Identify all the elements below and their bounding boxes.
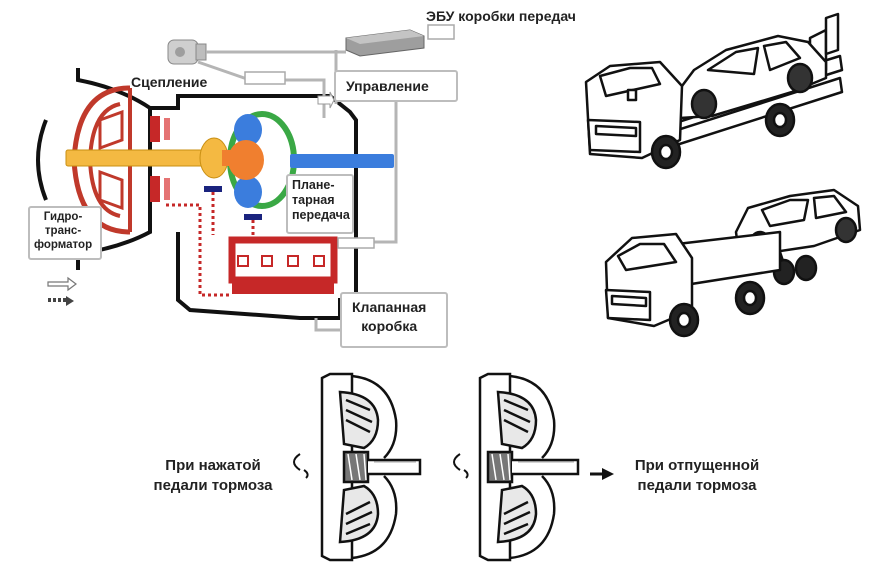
- junction-cross: [317, 91, 335, 109]
- input-shaft: [65, 149, 219, 167]
- valve-tag: [337, 237, 375, 249]
- valve-body-label: Клапанная коробка: [352, 299, 427, 334]
- brake-released-label: При отпущенной педали тормоза: [634, 457, 760, 494]
- brake-pressed-label: При нажатой педали тормоза: [153, 457, 273, 494]
- clutch-pack-lower: [150, 176, 160, 202]
- control-label: Управление: [346, 78, 429, 94]
- clutch-plate-upper: [164, 118, 170, 140]
- valve-wire: [314, 318, 340, 332]
- flywheel-arc: [36, 119, 48, 201]
- arrow-right-icon: [66, 296, 74, 306]
- arrow-right-icon: [602, 468, 614, 480]
- clutch-plate-lower: [164, 178, 170, 200]
- planet-gear-lower: [234, 176, 262, 208]
- clutch-label: Сцепление: [131, 74, 208, 90]
- valve-box: [340, 292, 448, 348]
- output-shaft: [290, 154, 394, 168]
- torque-converter-label: Гидро- транс- форматор: [34, 211, 93, 251]
- planetary-gear: [222, 111, 297, 209]
- converter-box: [28, 206, 102, 260]
- ecu-unit: [345, 29, 425, 57]
- truck-trailer-icon: [604, 188, 862, 338]
- arrow-right-icon: [47, 276, 77, 292]
- actuator-brake: [244, 214, 262, 220]
- planetary-box: [286, 174, 354, 234]
- tow-truck-icon: [584, 12, 844, 170]
- torque-converter-icon: [293, 372, 580, 562]
- actuator-clutch: [204, 186, 222, 192]
- valve-body: [228, 236, 338, 294]
- flow-legend: [47, 276, 77, 306]
- clutch-pack-upper: [150, 116, 160, 142]
- planetary-label: Плане- тарная передача: [292, 178, 350, 222]
- control-box: [334, 70, 458, 102]
- transmission-diagram: [36, 24, 455, 332]
- planet-gear-upper: [234, 114, 262, 146]
- hydraulic-lines: [166, 192, 255, 297]
- ecu-tag: [427, 24, 455, 40]
- speed-sensor: [167, 39, 207, 65]
- sensor-tag: [244, 71, 286, 85]
- ecu-label: ЭБУ коробки передач: [426, 8, 576, 24]
